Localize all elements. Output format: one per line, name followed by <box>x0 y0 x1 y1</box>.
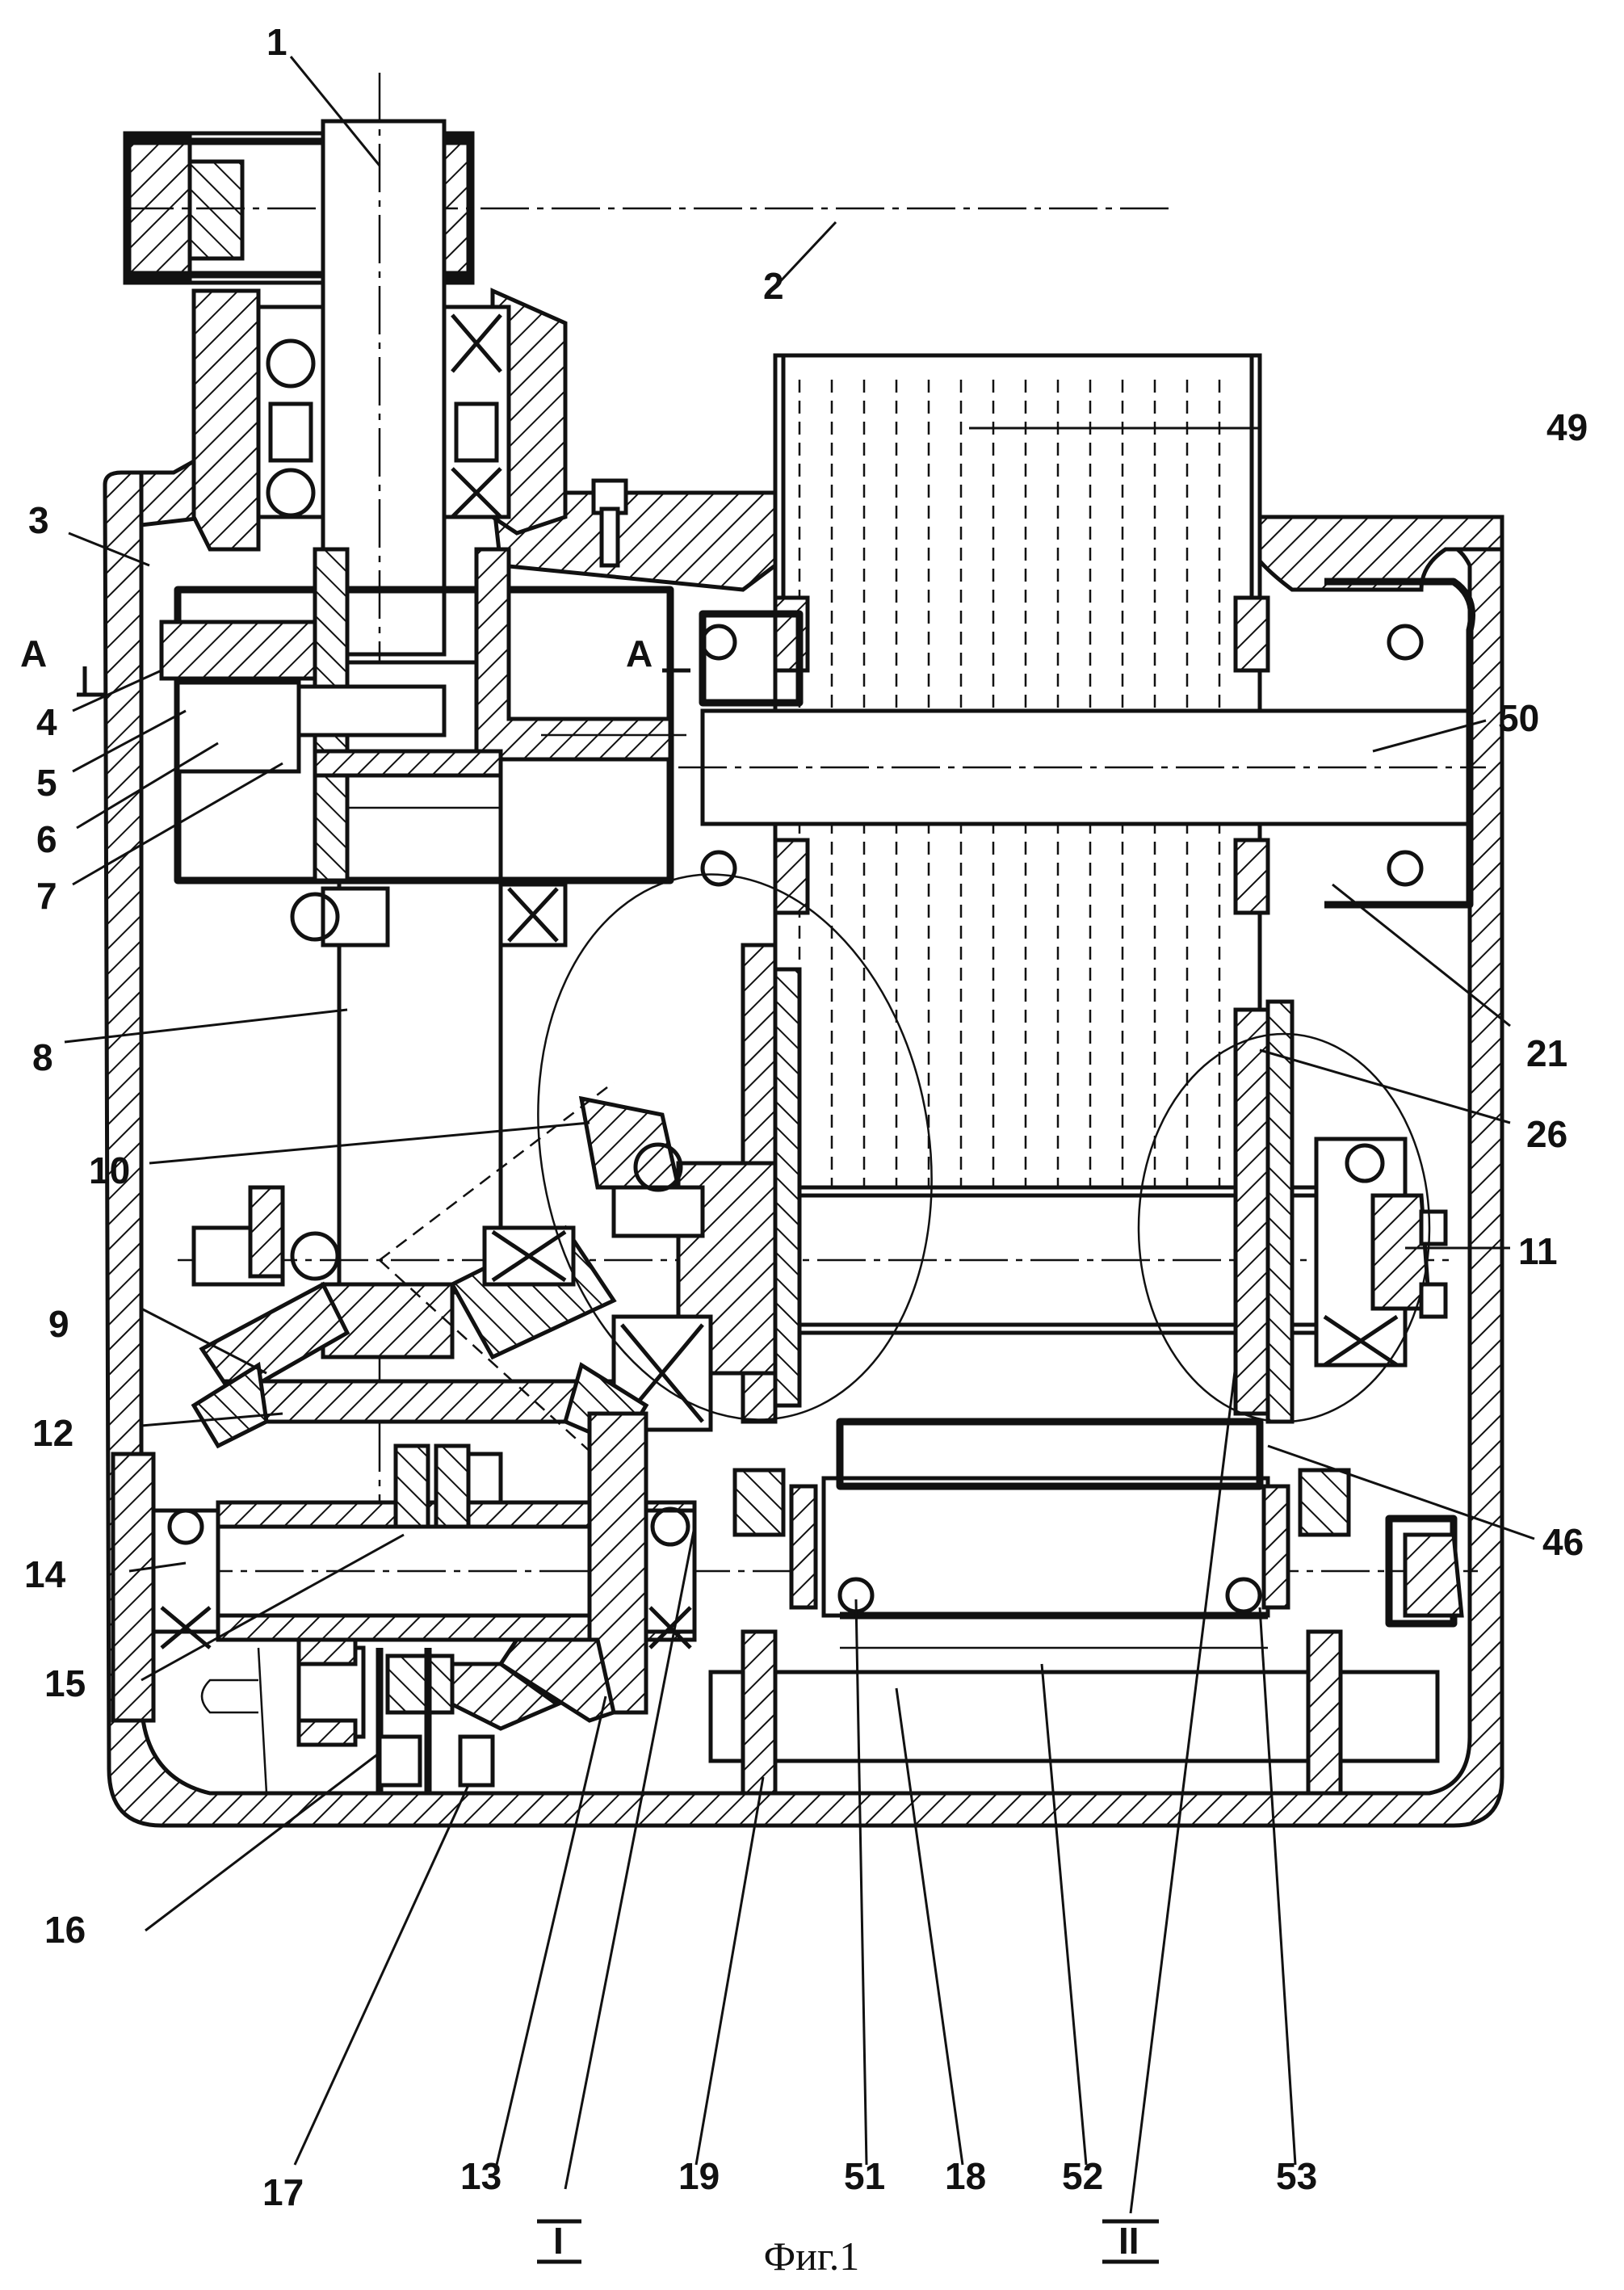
label-1: 1 <box>266 21 287 63</box>
disc-holder-bottom-right <box>1236 840 1268 913</box>
plate-7 <box>315 751 501 775</box>
label-2: 2 <box>763 265 784 307</box>
lower-gears <box>202 1640 614 1793</box>
label-53: 53 <box>1276 2155 1317 2197</box>
disc-holder-top-right <box>1236 598 1268 670</box>
label-50: 50 <box>1498 697 1539 739</box>
right-disc-plate <box>1236 1010 1268 1414</box>
label-10: 10 <box>89 1149 130 1191</box>
label-18: 18 <box>945 2155 986 2197</box>
right-disc-plate-2 <box>1268 1002 1292 1422</box>
label-21: 21 <box>1526 1032 1567 1074</box>
label-3: 3 <box>28 499 49 541</box>
label-6: 6 <box>36 818 57 860</box>
label-46: 46 <box>1542 1521 1584 1563</box>
label-17: 17 <box>262 2171 304 2213</box>
label-section-I: I <box>553 2220 564 2262</box>
left-disc-plate-2 <box>775 969 799 1406</box>
bevel-gear-upper <box>581 1099 678 1187</box>
label-section-a-right: A <box>626 632 653 674</box>
gear-17 <box>460 1737 493 1785</box>
label-8: 8 <box>32 1036 53 1078</box>
label-11: 11 <box>1518 1230 1558 1272</box>
gear-4-rim <box>162 622 315 679</box>
roller-left-flange <box>791 1486 816 1607</box>
label-5: 5 <box>36 762 57 804</box>
upper-boss <box>194 291 258 549</box>
lower-left-end-cap <box>113 1454 153 1721</box>
label-7: 7 <box>36 875 57 917</box>
figure-caption: Фиг.1 <box>764 2233 860 2279</box>
label-26: 26 <box>1526 1113 1567 1155</box>
sprocket-19-left <box>743 1632 775 1793</box>
needle-bearing-5 <box>178 683 299 771</box>
label-15: 15 <box>44 1662 86 1704</box>
label-12: 12 <box>32 1412 73 1454</box>
roller-52-body <box>824 1478 1268 1616</box>
gear-16 <box>380 1737 420 1785</box>
element-6 <box>299 687 444 735</box>
label-section-a-left: A <box>20 632 47 674</box>
gear-segment <box>388 1656 452 1712</box>
label-52: 52 <box>1062 2155 1103 2197</box>
label-19: 19 <box>678 2155 720 2197</box>
label-16: 16 <box>44 1909 86 1951</box>
label-9: 9 <box>48 1303 69 1345</box>
clutch-plate-right <box>436 1446 468 1527</box>
label-section-II: II <box>1118 2220 1139 2262</box>
pulley <box>125 133 1171 283</box>
roller-right-flange <box>1264 1486 1288 1607</box>
label-49: 49 <box>1546 406 1588 448</box>
label-4: 4 <box>36 701 57 743</box>
clutch-plate-left <box>396 1446 428 1527</box>
pulley-groove-left <box>190 162 242 258</box>
disc-holder-bottom-left <box>775 840 808 913</box>
bevel-gear-12-plate <box>226 1381 614 1422</box>
label-13: 13 <box>460 2155 501 2197</box>
label-51: 51 <box>844 2155 885 2197</box>
sprocket-19-right <box>1308 1632 1341 1793</box>
label-14: 14 <box>24 1553 66 1595</box>
bottom-right-bearing <box>1405 1535 1462 1616</box>
